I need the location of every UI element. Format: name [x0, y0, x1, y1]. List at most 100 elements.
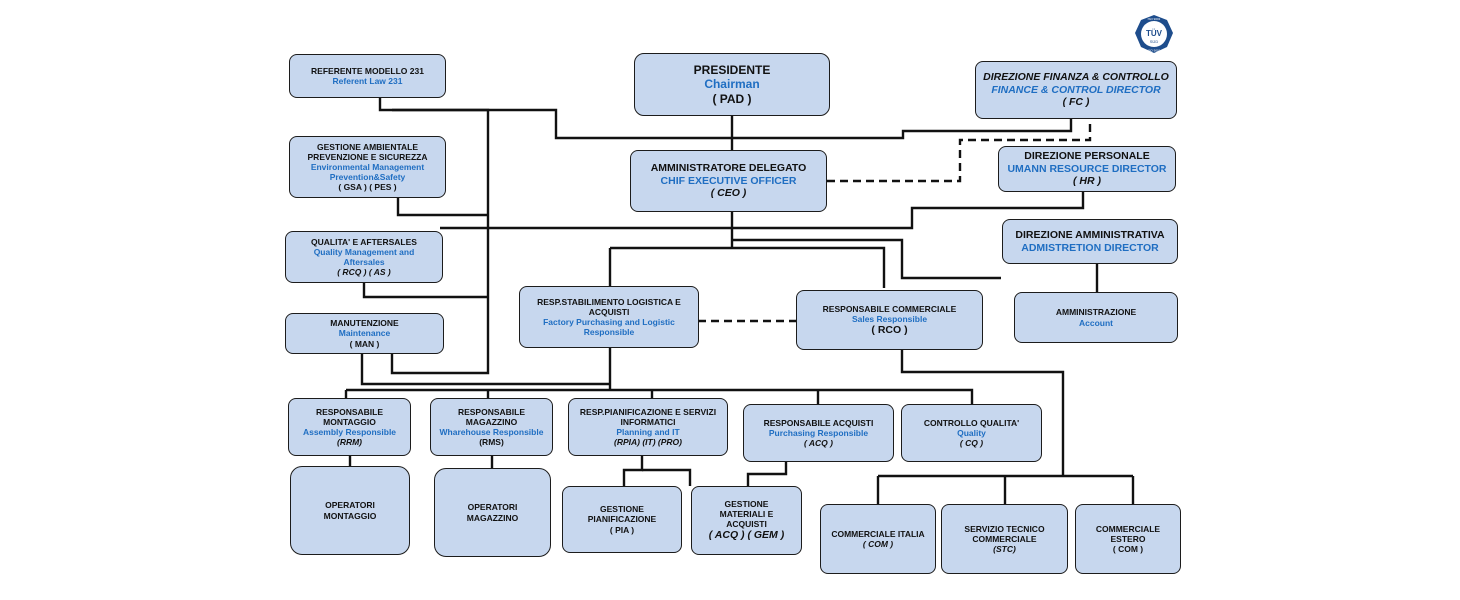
amministrazione-title: AMMINISTRAZIONE — [1055, 307, 1137, 318]
box-amministratore-delegato: AMMINISTRATORE DELEGATO CHIF EXECUTIVE O… — [630, 150, 827, 212]
svg-text:ISO 9001: ISO 9001 — [1148, 49, 1161, 53]
referente-title: REFERENTE MODELLO 231 — [311, 65, 424, 76]
qualita-title: QUALITA' E AFTERSALES — [311, 236, 417, 247]
gest-mat-code: ( ACQ ) ( GEM ) — [708, 529, 785, 542]
operatori-montaggio-l1: OPERATORI — [325, 500, 375, 511]
presidente-title: PRESIDENTE — [693, 63, 771, 78]
qualita-en2: Aftersales — [343, 257, 385, 267]
svg-text:ISO 9001: ISO 9001 — [1148, 17, 1161, 21]
gest-mat-l2: MATERIALI E — [719, 509, 774, 520]
servizio-l2: COMMERCIALE — [972, 533, 1037, 544]
line-ambientale — [396, 198, 488, 217]
manutenzione-en: Maintenance — [338, 328, 391, 339]
gest-pian-l1: GESTIONE — [600, 504, 644, 515]
operatori-magazzino-l1: OPERATORI — [467, 502, 518, 513]
box-responsabile-montaggio: RESPONSABILE MONTAGGIO Assembly Responsi… — [288, 398, 411, 456]
personale-code: ( HR ) — [1073, 175, 1101, 188]
qualita-code: ( RCQ ) ( AS ) — [337, 267, 391, 278]
montaggio-en: Assembly Responsible — [302, 427, 397, 437]
acquisti-en: Purchasing Responsible — [768, 427, 869, 438]
box-direzione-finanza: DIREZIONE FINANZA & CONTROLLO FINANCE & … — [975, 61, 1177, 119]
line-man-stab — [360, 354, 610, 386]
stabilimento-l1: RESP.STABILIMENTO LOGISTICA E — [537, 296, 681, 307]
personale-title: DIREZIONE PERSONALE — [1024, 150, 1150, 163]
stabilimento-l2: ACQUISTI — [588, 306, 630, 317]
box-commerciale-italia: COMMERCIALE ITALIA ( COM ) — [820, 504, 936, 574]
stabilimento-en2: Responsible — [583, 327, 635, 338]
line-qualita — [362, 283, 488, 299]
servizio-l1: SERVIZIO TECNICO — [964, 523, 1045, 534]
pianificazione-l2: INFORMATICI — [620, 416, 676, 427]
com-estero-l1: COMMERCIALE — [1095, 523, 1161, 534]
box-qualita-aftersales: QUALITA' E AFTERSALES Quality Management… — [285, 231, 443, 283]
dir-amm-title: DIREZIONE AMMINISTRATIVA — [1015, 229, 1165, 242]
box-controllo-qualita: CONTROLLO QUALITA' Quality ( CQ ) — [901, 404, 1042, 462]
box-amministrazione: AMMINISTRAZIONE Account — [1014, 292, 1178, 343]
referente-en: Referent Law 231 — [332, 76, 403, 86]
box-direzione-personale: DIREZIONE PERSONALE UMANN RESOURCE DIREC… — [998, 146, 1176, 192]
ambientale-l2: PREVENZIONE E SICUREZZA — [307, 151, 428, 162]
acquisti-title: RESPONSABILE ACQUISTI — [763, 417, 874, 428]
svg-text:SÜD: SÜD — [1150, 39, 1159, 44]
magazzino-l2: MAGAZZINO — [465, 416, 518, 427]
line-ceo-amm — [732, 238, 1001, 280]
box-resp-pianificazione: RESP.PIANIFICAZIONE E SERVIZI INFORMATIC… — [568, 398, 728, 456]
gest-pian-l2: PIANIFICAZIONE — [587, 514, 657, 525]
line-pian-materiali — [642, 468, 692, 486]
box-commerciale-estero: COMMERCIALE ESTERO ( COM ) — [1075, 504, 1181, 574]
box-resp-stabilimento: RESP.STABILIMENTO LOGISTICA E ACQUISTI F… — [519, 286, 699, 348]
pianificazione-l1: RESP.PIANIFICAZIONE E SERVIZI — [579, 406, 717, 417]
gest-pian-code: ( PIA ) — [609, 524, 635, 535]
presidente-code: ( PAD ) — [712, 91, 752, 106]
box-responsabile-acquisti: RESPONSABILE ACQUISTI Purchasing Respons… — [743, 404, 894, 462]
box-manutenzione: MANUTENZIONE Maintenance ( MAN ) — [285, 313, 444, 354]
operatori-montaggio-l2: MONTAGGIO — [323, 510, 377, 521]
operatori-magazzino-l2: MAGAZZINO — [466, 512, 519, 523]
gest-mat-l3: ACQUISTI — [726, 519, 767, 530]
manutenzione-code: ( MAN ) — [349, 338, 380, 349]
line-acq-materiali — [746, 462, 788, 486]
ambientale-l1: GESTIONE AMBIENTALE — [316, 141, 419, 152]
box-presidente: PRESIDENTE Chairman ( PAD ) — [634, 53, 830, 116]
amministrazione-en: Account — [1079, 317, 1113, 328]
ceo-title: AMMINISTRATORE DELEGATO — [650, 162, 807, 175]
line-left-trunk — [390, 108, 490, 375]
gest-mat-l1: GESTIONE — [724, 499, 769, 510]
com-estero-l2: ESTERO — [1110, 533, 1146, 544]
controllo-qualita-en: Quality — [957, 427, 986, 438]
box-servizio-tecnico: SERVIZIO TECNICO COMMERCIALE (STC) — [941, 504, 1068, 574]
box-gestione-pianificazione: GESTIONE PIANIFICAZIONE ( PIA ) — [562, 486, 682, 553]
montaggio-code: (RRM) — [336, 437, 363, 448]
manutenzione-title: MANUTENZIONE — [330, 318, 399, 329]
ambientale-code: ( GSA ) ( PES ) — [338, 182, 397, 193]
box-responsabile-commerciale: RESPONSABILE COMMERCIALE Sales Responsib… — [796, 290, 983, 350]
finanza-code: ( FC ) — [1062, 96, 1090, 109]
box-operatori-magazzino: OPERATORI MAGAZZINO — [434, 468, 551, 557]
dashed-ceo-finanza — [827, 119, 1092, 183]
svg-text:TÜV: TÜV — [1146, 29, 1163, 38]
line-ceo-hr — [732, 192, 1085, 230]
ceo-code: ( CEO ) — [710, 187, 747, 200]
com-estero-code: ( COM ) — [1112, 544, 1144, 554]
box-operatori-montaggio: OPERATORI MONTAGGIO — [290, 466, 410, 555]
commerciale-code: ( RCO ) — [871, 323, 908, 336]
montaggio-l2: MONTAGGIO — [323, 416, 376, 427]
qualita-en1: Quality Management and — [313, 246, 415, 257]
magazzino-en: Wharehouse Responsible — [439, 427, 544, 437]
box-referente-modello-231: REFERENTE MODELLO 231 Referent Law 231 — [289, 54, 446, 98]
controllo-qualita-title: CONTROLLO QUALITA' — [923, 417, 1020, 428]
ceo-en: CHIF EXECUTIVE OFFICER — [660, 174, 797, 187]
magazzino-code: (RMS) — [479, 437, 504, 448]
box-gestione-materiali: GESTIONE MATERIALI E ACQUISTI ( ACQ ) ( … — [691, 486, 802, 555]
commerciale-title: RESPONSABILE COMMERCIALE — [822, 303, 957, 314]
com-italia-code: ( COM ) — [862, 539, 894, 549]
ambientale-en1: Environmental Management — [310, 161, 425, 172]
pianificazione-code: (RPIA) (IT) (PRO) — [614, 437, 682, 448]
box-gestione-ambientale: GESTIONE AMBIENTALE PREVENZIONE E SICURE… — [289, 136, 446, 198]
line-bottom-bus — [346, 388, 974, 404]
montaggio-l1: RESPONSABILE — [315, 406, 384, 417]
finanza-en: FINANCE & CONTROL DIRECTOR — [991, 83, 1161, 96]
com-italia-title: COMMERCIALE ITALIA — [831, 528, 925, 539]
finanza-title: DIREZIONE FINANZA & CONTROLLO — [983, 71, 1169, 84]
